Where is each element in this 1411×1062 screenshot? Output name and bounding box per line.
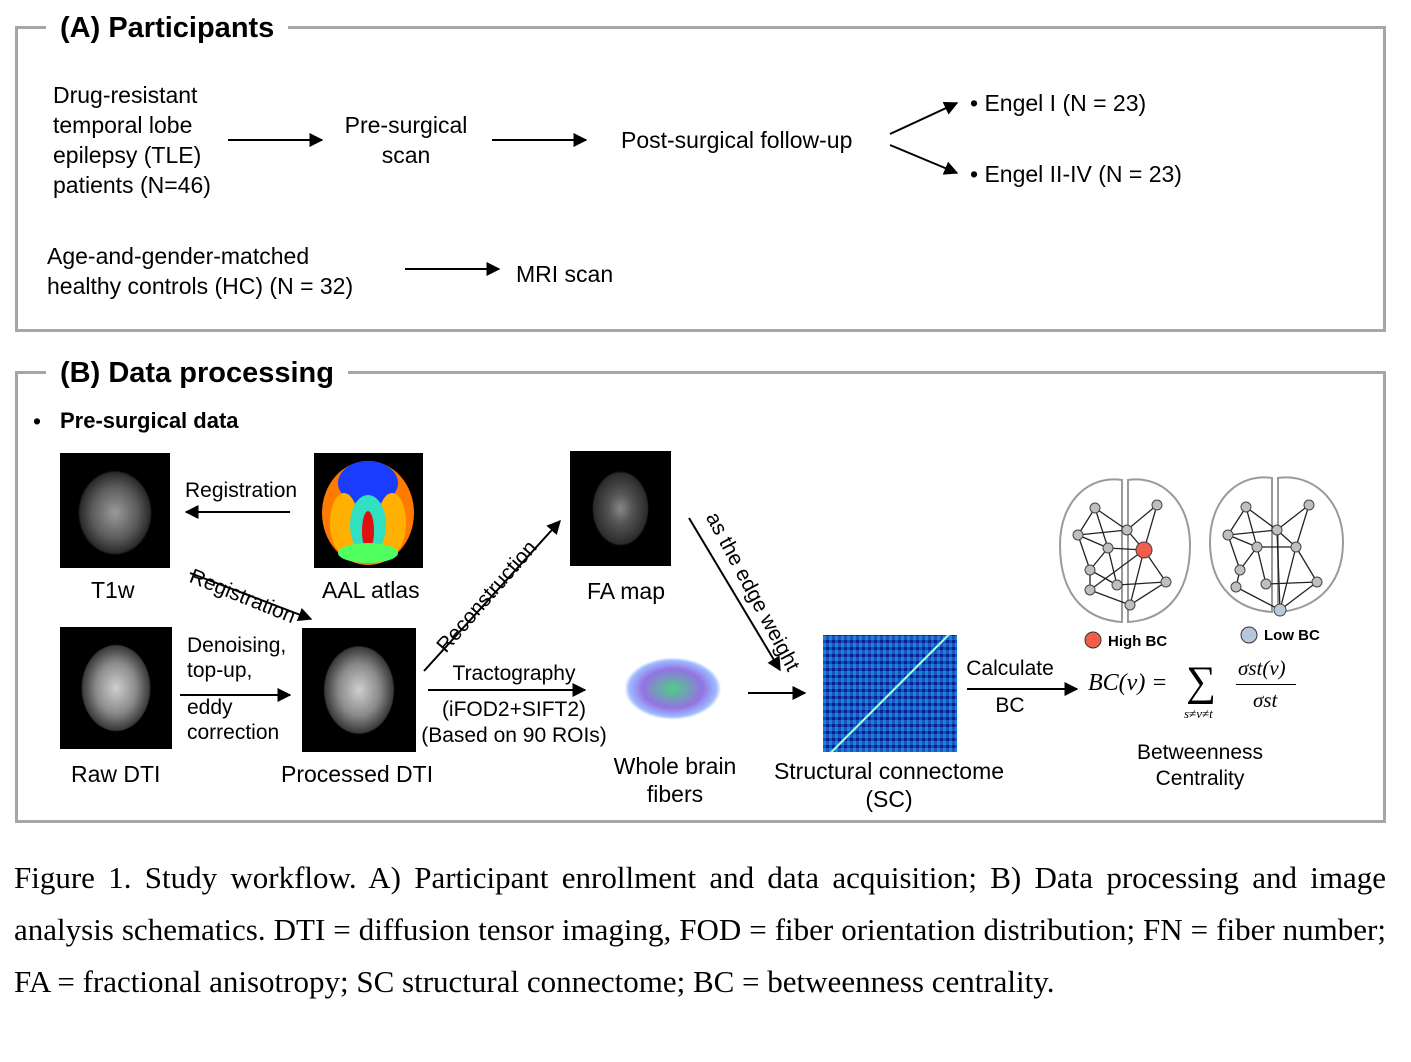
raw-dti-label: Raw DTI [71, 761, 161, 787]
mri-scan-label: MRI scan [516, 261, 614, 287]
betweenness-centrality-label: Betweenness Centrality [1136, 741, 1264, 790]
aal-atlas-label: AAL atlas [322, 577, 420, 603]
formula-numerator: σst(v) [1238, 656, 1286, 680]
high-bc-nodes [1072, 499, 1172, 611]
tle-patients-label: Drug-resistant temporal lobe epilepsy (T… [53, 82, 211, 198]
low-bc-nodes [1222, 499, 1323, 617]
t1w-image [60, 453, 170, 568]
low-bc-label: Low BC [1264, 627, 1320, 644]
engel-ii-iv-label: • Engel II-IV (N = 23) [970, 161, 1182, 187]
preprocessing-label: Denoising, top-up, eddy correction [187, 634, 287, 744]
figure-caption: Figure 1. Study workflow. A) Participant… [14, 860, 1386, 999]
arrow-registration-diag [189, 572, 313, 622]
arrow-reconstruction [423, 519, 561, 672]
data-processing-panel [15, 371, 1386, 823]
low-bc-legend-dot [1240, 626, 1258, 644]
follow-up-label: Post-surgical follow-up [621, 127, 853, 153]
high-bc-brain [1058, 478, 1192, 624]
arrow-to-engel-i [889, 101, 959, 135]
arrow-to-engel-ii-iv [889, 144, 959, 175]
participants-title: (A) Participants [46, 11, 289, 45]
controls-label: Age-and-gender-matched healthy controls … [47, 243, 354, 299]
structural-connectome-label: Structural connectome (SC) [773, 758, 1005, 812]
formula-lhs: BC(v) = [1088, 670, 1168, 696]
brain-network-graphics [1058, 476, 1345, 649]
structural-connectome-matrix [823, 635, 957, 752]
participants-panel [15, 26, 1386, 332]
fibers-label: Whole brain fibers [613, 753, 737, 807]
t1w-label: T1w [91, 577, 135, 603]
registration-top-label: Registration [185, 479, 298, 502]
low-bc-brain [1208, 476, 1345, 614]
arrow-edge-weight [688, 517, 781, 672]
pre-surgical-data-subtitle: Pre-surgical data [60, 408, 239, 433]
aal-atlas-graphic [322, 461, 414, 565]
processed-dti-image [302, 628, 416, 752]
pre-surgical-scan-label: Pre-surgical scan [344, 112, 468, 168]
raw-dti-image [60, 627, 172, 749]
formula-denominator: σst [1253, 688, 1278, 712]
whole-brain-fibers-image [600, 640, 740, 748]
engel-i-label: • Engel I (N = 23) [970, 90, 1147, 116]
formula-fraction-bar [1236, 684, 1296, 685]
fa-map-image [570, 451, 671, 566]
bullet: • [33, 408, 42, 434]
data-processing-title: (B) Data processing [46, 356, 348, 390]
formula-subscript: s≠v≠t [1184, 706, 1213, 721]
tractography-label: Tractography (iFOD2+SIFT2) (Based on 90 … [421, 662, 607, 747]
processed-dti-label: Processed DTI [281, 761, 434, 787]
fa-map-label: FA map [587, 578, 665, 604]
high-bc-label: High BC [1108, 633, 1168, 650]
high-bc-legend-dot [1084, 631, 1102, 649]
calculate-bc-label: Calculate BC [966, 657, 1054, 717]
aal-atlas-image [314, 453, 423, 568]
formula-sum: ∑ [1186, 659, 1216, 705]
